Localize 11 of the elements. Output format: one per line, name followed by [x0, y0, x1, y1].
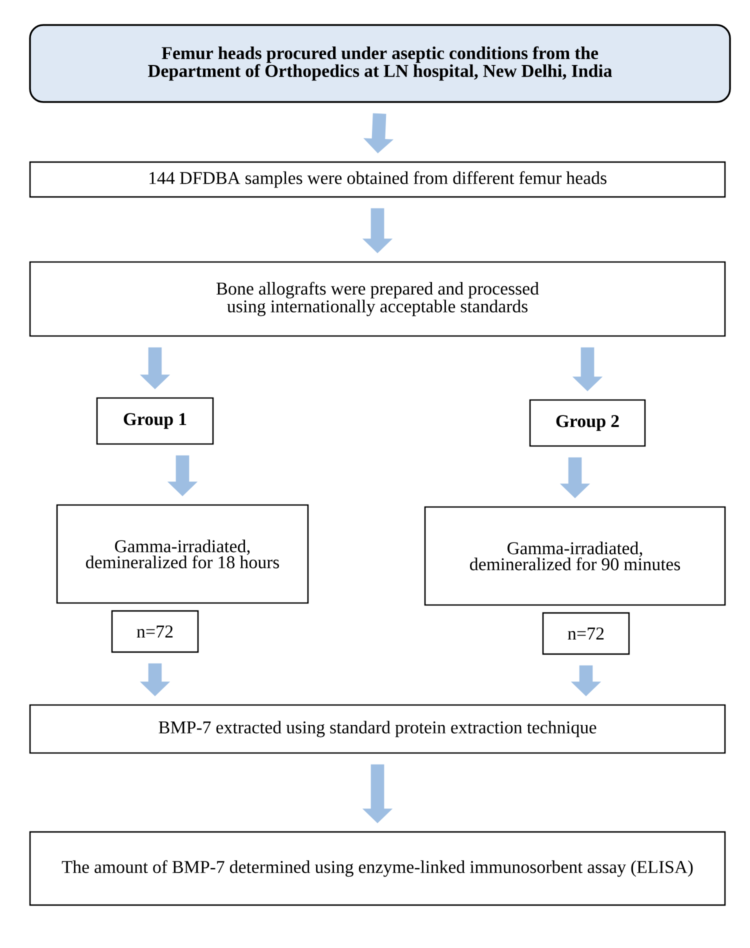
process-box: Gamma-irradiated, demineralized for 90 minutes: [424, 506, 726, 606]
group-box: Group 2: [529, 399, 646, 447]
group-box: Group 1: [96, 397, 214, 445]
count-box: n=72: [542, 612, 630, 655]
process-box: 144 DFDBA samples were obtained from different femur heads: [29, 161, 726, 198]
process-box: Gamma-irradiated, demineralized for 18 hours: [56, 504, 309, 604]
process-box: The amount of BMP-7 determined using enzyme-linked immunosorbent assay (ELISA): [29, 831, 726, 906]
process-box: Bone allografts were prepared and processed using internationally acceptable standards: [29, 261, 726, 337]
header-box: Femur heads procured under aseptic conditions from the Department of Orthopedics at LN hospital, New Delhi, India: [29, 24, 731, 103]
count-box: n=72: [111, 610, 199, 653]
process-box: BMP-7 extracted using standard protein extraction technique: [29, 704, 726, 754]
